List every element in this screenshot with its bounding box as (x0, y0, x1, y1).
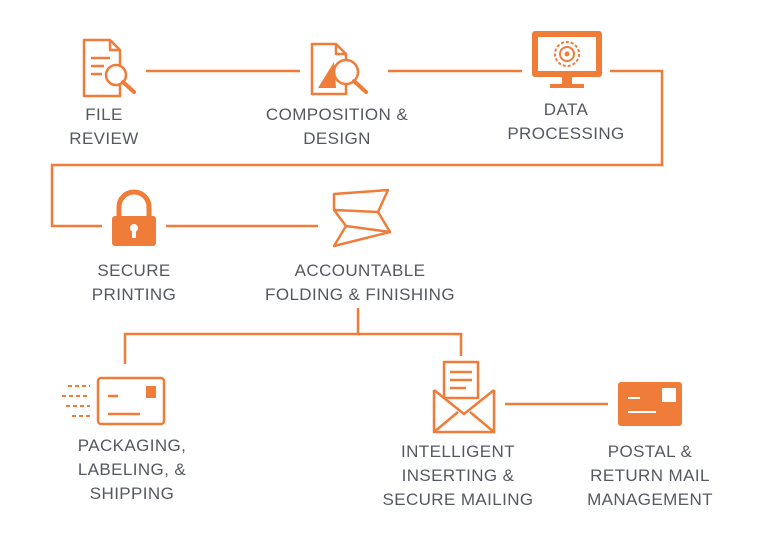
label-postal-return: POSTAL & RETURN MAIL MANAGEMENT (587, 440, 713, 512)
label-line: PROCESSING (507, 124, 625, 143)
label-line: RETURN MAIL (590, 466, 710, 485)
design-magnifier-icon (310, 42, 368, 96)
label-folding-finishing: ACCOUNTABLE FOLDING & FINISHING (265, 259, 455, 307)
label-line: SHIPPING (89, 484, 175, 503)
padlock-icon (112, 189, 156, 246)
connector-data-to-printing (50, 69, 664, 228)
label-line: DATA (543, 100, 589, 119)
connector-folding-to-inserting (358, 332, 463, 356)
speeding-card-icon (62, 376, 166, 426)
folded-paper-icon (332, 188, 392, 248)
label-composition-design: COMPOSITION & DESIGN (266, 103, 408, 151)
label-secure-printing: SECURE PRINTING (92, 259, 176, 307)
document-magnifier-icon (82, 38, 136, 98)
label-line: REVIEW (69, 129, 139, 148)
label-line: PACKAGING, (77, 436, 187, 455)
label-line: INTELLIGENT (401, 442, 515, 461)
label-line: LABELING, & (77, 460, 187, 479)
label-line: SECURE (97, 261, 171, 280)
label-inserting-mailing: INTELLIGENT INSERTING & SECURE MAILING (382, 440, 533, 512)
label-line: POSTAL & (607, 442, 693, 461)
label-file-review: FILE REVIEW (69, 103, 138, 151)
postcard-icon (618, 382, 682, 426)
label-packaging-shipping: PACKAGING, LABELING, & SHIPPING (78, 434, 187, 506)
label-line: FILE (85, 105, 123, 124)
label-data-processing: DATA PROCESSING (507, 98, 624, 146)
label-line: COMPOSITION & (265, 105, 409, 124)
label-line: MANAGEMENT (587, 490, 713, 509)
label-line: SECURE MAILING (382, 490, 534, 509)
open-envelope-icon (432, 360, 496, 434)
label-line: FOLDING & FINISHING (265, 285, 455, 304)
label-line: INSERTING & (401, 466, 515, 485)
label-line: DESIGN (303, 129, 371, 148)
monitor-gear-icon (532, 31, 602, 88)
connector-folding-branch (123, 308, 360, 364)
label-line: ACCOUNTABLE (294, 261, 426, 280)
label-line: PRINTING (91, 285, 177, 304)
connector-lines (50, 69, 664, 406)
